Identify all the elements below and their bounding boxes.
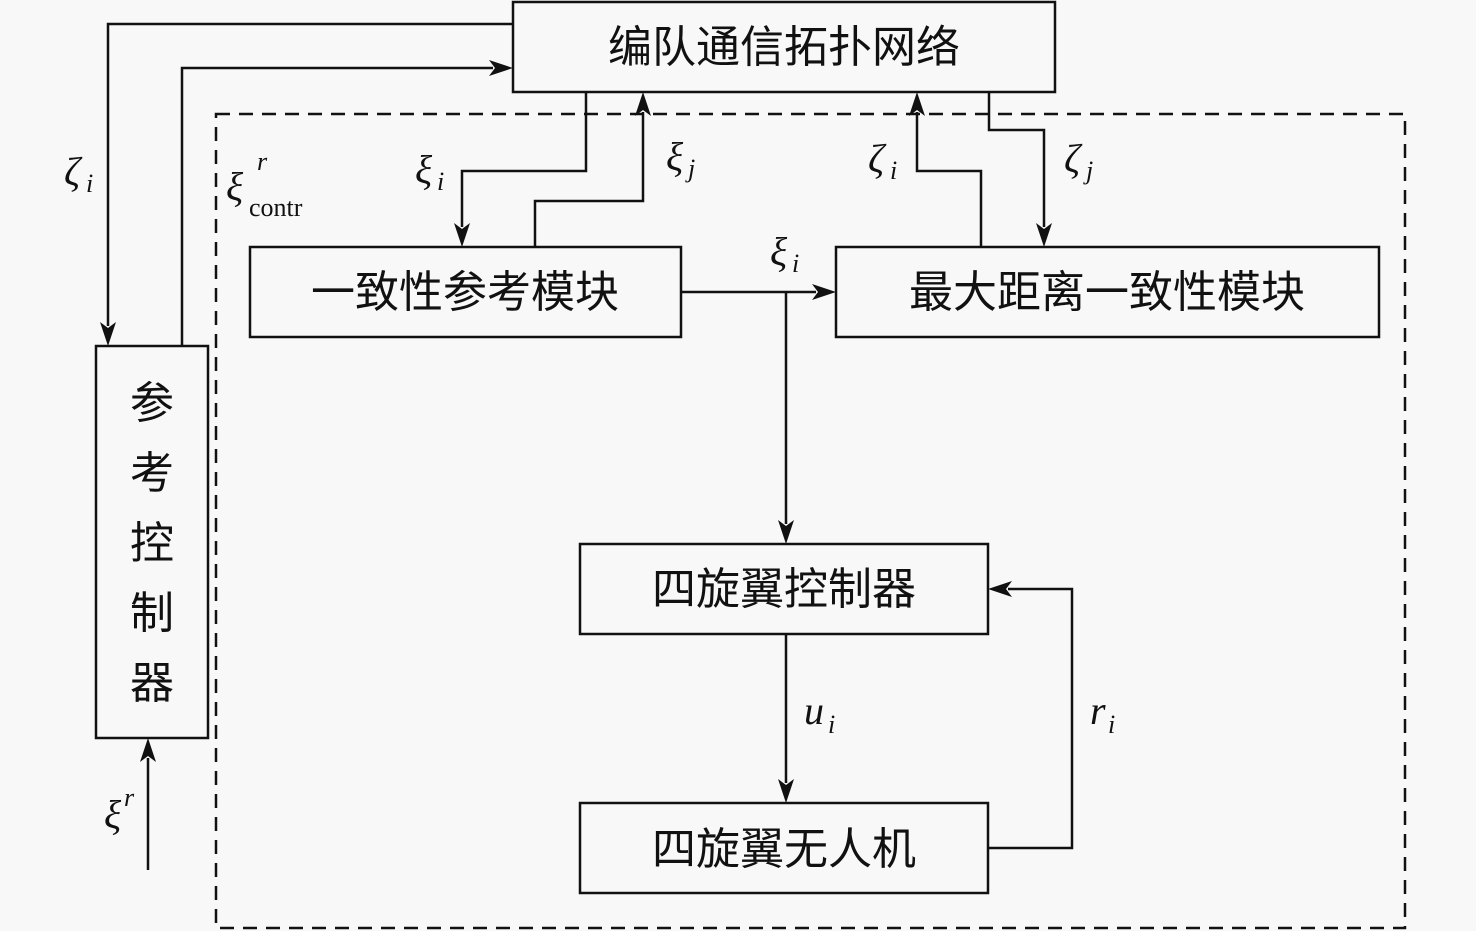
ref-controller-char: 控 xyxy=(130,518,174,569)
ref-controller-char: 制 xyxy=(130,588,174,639)
signal-xi-j-from-consensus: ξ j xyxy=(666,134,695,183)
arrowhead xyxy=(1036,223,1052,247)
network-block-label: 编队通信拓扑网络 xyxy=(608,22,960,73)
svg-text:ξ: ξ xyxy=(770,229,788,274)
signal-zeta-j-to-maxdist: ζ j xyxy=(1064,136,1093,185)
arrowhead xyxy=(988,581,1012,597)
quad-controller-block-label: 四旋翼控制器 xyxy=(652,564,916,615)
svg-text:ζ: ζ xyxy=(64,149,83,194)
edge-consensus-ref-to-network xyxy=(533,112,645,247)
arrowhead xyxy=(778,779,794,803)
arrowhead xyxy=(635,92,651,116)
signal-xi-contr: ξ r contr xyxy=(226,147,303,222)
svg-text:ξ: ξ xyxy=(226,164,244,209)
svg-text:r: r xyxy=(257,147,268,176)
svg-text:ζ: ζ xyxy=(868,136,887,181)
svg-text:i: i xyxy=(86,169,93,198)
arrowhead xyxy=(909,92,925,116)
arrowhead xyxy=(100,322,116,346)
arrowhead xyxy=(778,520,794,544)
svg-text:i: i xyxy=(1108,710,1115,739)
ref-controller-char: 考 xyxy=(130,448,174,499)
edge-uav-feedback xyxy=(988,587,1074,850)
edge-network-to-max-distance xyxy=(987,92,1046,227)
network-block: 编队通信拓扑网络 xyxy=(511,0,1057,94)
edge-network-to-ref-controller xyxy=(106,22,513,326)
signal-r-i: r i xyxy=(1090,688,1115,739)
max-distance-block: 最大距离一致性模块 xyxy=(834,245,1381,339)
svg-text:ξ: ξ xyxy=(415,147,433,192)
signal-zeta-i-left: ζ i xyxy=(64,149,93,198)
arrowhead xyxy=(454,223,470,247)
svg-text:ξ: ξ xyxy=(666,134,684,179)
ref-controller-char: 器 xyxy=(130,658,174,709)
quad-uav-block: 四旋翼无人机 xyxy=(578,801,990,895)
svg-text:u: u xyxy=(804,688,824,733)
quad-controller-block: 四旋翼控制器 xyxy=(578,542,990,636)
arrowhead xyxy=(140,738,156,762)
edge-max-distance-to-network xyxy=(915,112,983,247)
signal-xi-i-output: ξ i xyxy=(770,229,799,278)
arrowhead xyxy=(812,284,836,300)
svg-text:r: r xyxy=(1090,688,1106,733)
edge-network-to-consensus-ref xyxy=(460,92,588,227)
edge-ref-controller-to-network xyxy=(180,66,493,346)
quad-uav-block-label: 四旋翼无人机 xyxy=(652,824,916,875)
signal-xi-i-to-consensus: ξ i xyxy=(415,147,444,196)
svg-text:i: i xyxy=(437,167,444,196)
svg-text:j: j xyxy=(685,154,695,183)
svg-text:contr: contr xyxy=(249,193,303,222)
consensus-ref-block: 一致性参考模块 xyxy=(248,245,683,339)
agent-boundary-dashed xyxy=(214,112,1407,930)
signal-u-i: u i xyxy=(804,688,835,739)
svg-text:ξ: ξ xyxy=(104,792,122,837)
svg-text:j: j xyxy=(1083,156,1093,185)
max-distance-block-label: 最大距离一致性模块 xyxy=(909,267,1305,318)
ref-controller-char: 参 xyxy=(130,378,174,429)
svg-text:ζ: ζ xyxy=(1064,136,1083,181)
arrowhead xyxy=(489,60,513,76)
consensus-ref-block-label: 一致性参考模块 xyxy=(311,267,619,318)
svg-text:i: i xyxy=(890,156,897,185)
signal-xi-r-input: ξ r xyxy=(104,783,135,837)
ref-controller-block: 参 考 控 制 器 xyxy=(94,344,210,740)
svg-text:i: i xyxy=(792,249,799,278)
signal-zeta-i-from-maxdist: ζ i xyxy=(868,136,897,185)
svg-text:r: r xyxy=(124,783,135,812)
svg-text:i: i xyxy=(828,710,835,739)
